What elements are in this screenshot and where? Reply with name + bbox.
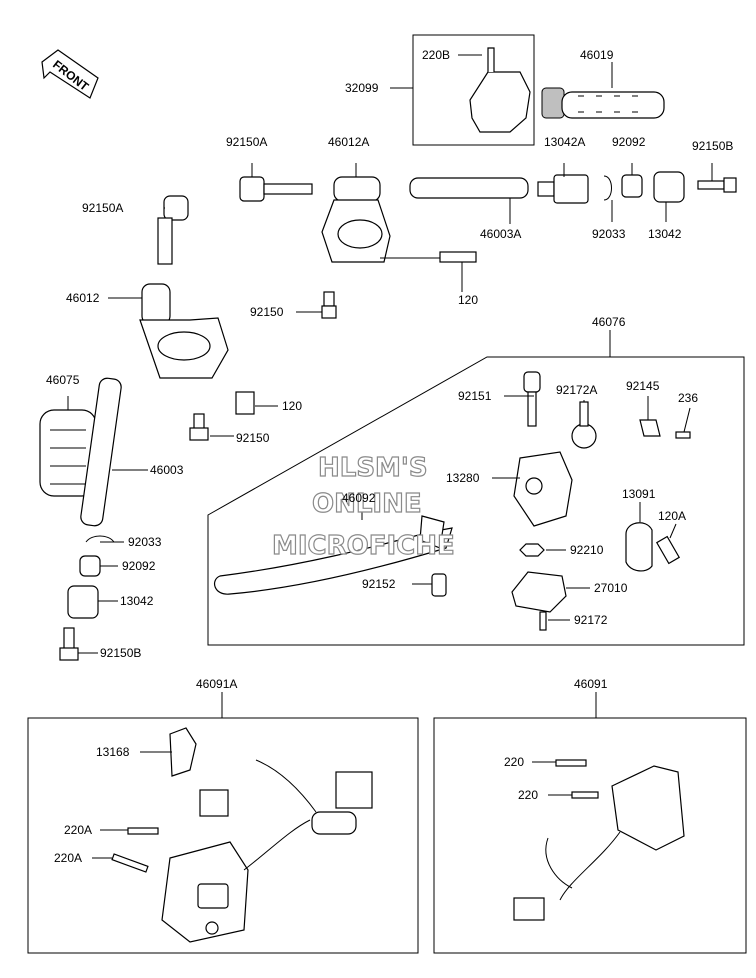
label-220A-2: 220A bbox=[54, 851, 82, 865]
spring-92145 bbox=[639, 419, 661, 437]
bolt-92151 bbox=[523, 371, 541, 427]
switch-housing-46091A bbox=[161, 759, 373, 943]
label-92033-top: 92033 bbox=[592, 227, 626, 241]
leader-lines bbox=[67, 163, 713, 859]
bolt-120A bbox=[655, 535, 681, 565]
clamp-13091 bbox=[625, 522, 653, 572]
bolt-92150B-left bbox=[59, 627, 79, 661]
label-46012A: 46012A bbox=[328, 135, 369, 149]
grip-46075 bbox=[39, 409, 97, 497]
label-92150A-left: 92150A bbox=[82, 201, 123, 215]
label-120-top: 120 bbox=[458, 293, 478, 307]
collar-92092-top bbox=[621, 174, 643, 198]
label-13280: 13280 bbox=[446, 471, 480, 485]
label-13042-top: 13042 bbox=[648, 227, 682, 241]
ring-92033-top bbox=[603, 175, 612, 201]
bolt-92150A-left bbox=[157, 195, 189, 265]
watermark-line-1: HLSM'S bbox=[318, 453, 428, 483]
bushing-92152 bbox=[431, 573, 447, 597]
front-arrow: FRONT bbox=[41, 49, 99, 99]
adjuster-92172A bbox=[571, 401, 597, 449]
watermark-line-3: MICROFICHE bbox=[272, 531, 455, 561]
bracket-13168 bbox=[169, 727, 197, 777]
label-92150A-top: 92150A bbox=[226, 135, 267, 149]
throttle-housing bbox=[458, 47, 531, 133]
ring-92033-left bbox=[85, 535, 115, 543]
clamp-46012A bbox=[321, 176, 391, 263]
label-46019: 46019 bbox=[580, 48, 614, 62]
label-220B: 220B bbox=[422, 48, 450, 62]
throttle-grip-46019 bbox=[541, 62, 665, 119]
label-92172: 92172 bbox=[574, 613, 608, 627]
label-46091: 46091 bbox=[574, 677, 608, 691]
group-box-46076 bbox=[207, 356, 745, 646]
screw-220A-1 bbox=[127, 827, 159, 835]
label-46075: 46075 bbox=[46, 373, 80, 387]
lever-holder-13280 bbox=[513, 451, 573, 527]
collar-92092-left bbox=[79, 555, 101, 577]
label-92210: 92210 bbox=[570, 543, 604, 557]
label-32099: 32099 bbox=[345, 81, 379, 95]
label-13091: 13091 bbox=[622, 487, 656, 501]
label-92092-top: 92092 bbox=[612, 135, 646, 149]
label-92150B-left: 92150B bbox=[100, 646, 141, 660]
label-46076: 46076 bbox=[592, 315, 626, 329]
bolt-92150-top bbox=[321, 291, 337, 319]
label-46003A: 46003A bbox=[480, 227, 521, 241]
label-92150-top: 92150 bbox=[250, 305, 284, 319]
label-92145: 92145 bbox=[626, 379, 660, 393]
part-labels: 220B 32099 46019 92150A 46012A 13042A 92… bbox=[46, 48, 733, 865]
screw-92172 bbox=[539, 611, 547, 631]
switch-housing-46091 bbox=[513, 765, 685, 921]
label-13168: 13168 bbox=[96, 745, 130, 759]
label-92172A: 92172A bbox=[556, 383, 597, 397]
handlebar-46003A bbox=[409, 177, 529, 224]
end-cap-13042-left bbox=[67, 585, 99, 619]
label-92092-left: 92092 bbox=[122, 559, 156, 573]
switch-27010 bbox=[511, 571, 567, 613]
label-46092: 46092 bbox=[342, 491, 376, 505]
label-220A-1: 220A bbox=[64, 823, 92, 837]
label-46091A: 46091A bbox=[196, 677, 237, 691]
label-236: 236 bbox=[678, 391, 698, 405]
label-13042A: 13042A bbox=[544, 135, 585, 149]
label-120-mid: 120 bbox=[282, 399, 302, 413]
label-92150B-top: 92150B bbox=[692, 139, 733, 153]
label-220-1: 220 bbox=[504, 755, 524, 769]
bolt-120-mid bbox=[235, 391, 255, 415]
screw-220A-2 bbox=[111, 853, 149, 873]
bolt-92150-mid bbox=[189, 413, 209, 441]
label-92151: 92151 bbox=[458, 389, 492, 403]
label-92150-mid: 92150 bbox=[236, 431, 270, 445]
label-92033-left: 92033 bbox=[128, 535, 162, 549]
label-27010: 27010 bbox=[594, 581, 628, 595]
bolt-92150A-top bbox=[239, 176, 313, 202]
label-13042-left: 13042 bbox=[120, 594, 154, 608]
screw-236 bbox=[675, 431, 691, 439]
group-box-46091A bbox=[27, 717, 419, 954]
nut-92210 bbox=[519, 543, 545, 557]
label-120A: 120A bbox=[658, 509, 686, 523]
clamp-46012 bbox=[139, 283, 229, 379]
group-box-throttle bbox=[412, 34, 535, 146]
label-92152: 92152 bbox=[362, 577, 396, 591]
label-46012: 46012 bbox=[66, 291, 100, 305]
label-46003: 46003 bbox=[150, 463, 184, 477]
bolt-92150B-top bbox=[697, 177, 737, 193]
screw-220-1 bbox=[555, 759, 587, 767]
group-box-46091 bbox=[433, 717, 747, 954]
handlebar-46003 bbox=[80, 377, 122, 527]
end-cap-13042-top bbox=[653, 171, 685, 203]
screw-220-2 bbox=[571, 791, 599, 799]
weight-13042A bbox=[537, 174, 589, 204]
lever-46092 bbox=[213, 515, 453, 595]
bolt-120-top bbox=[380, 251, 477, 263]
watermark-line-2: ONLINE bbox=[312, 489, 422, 519]
label-220-2: 220 bbox=[518, 788, 538, 802]
